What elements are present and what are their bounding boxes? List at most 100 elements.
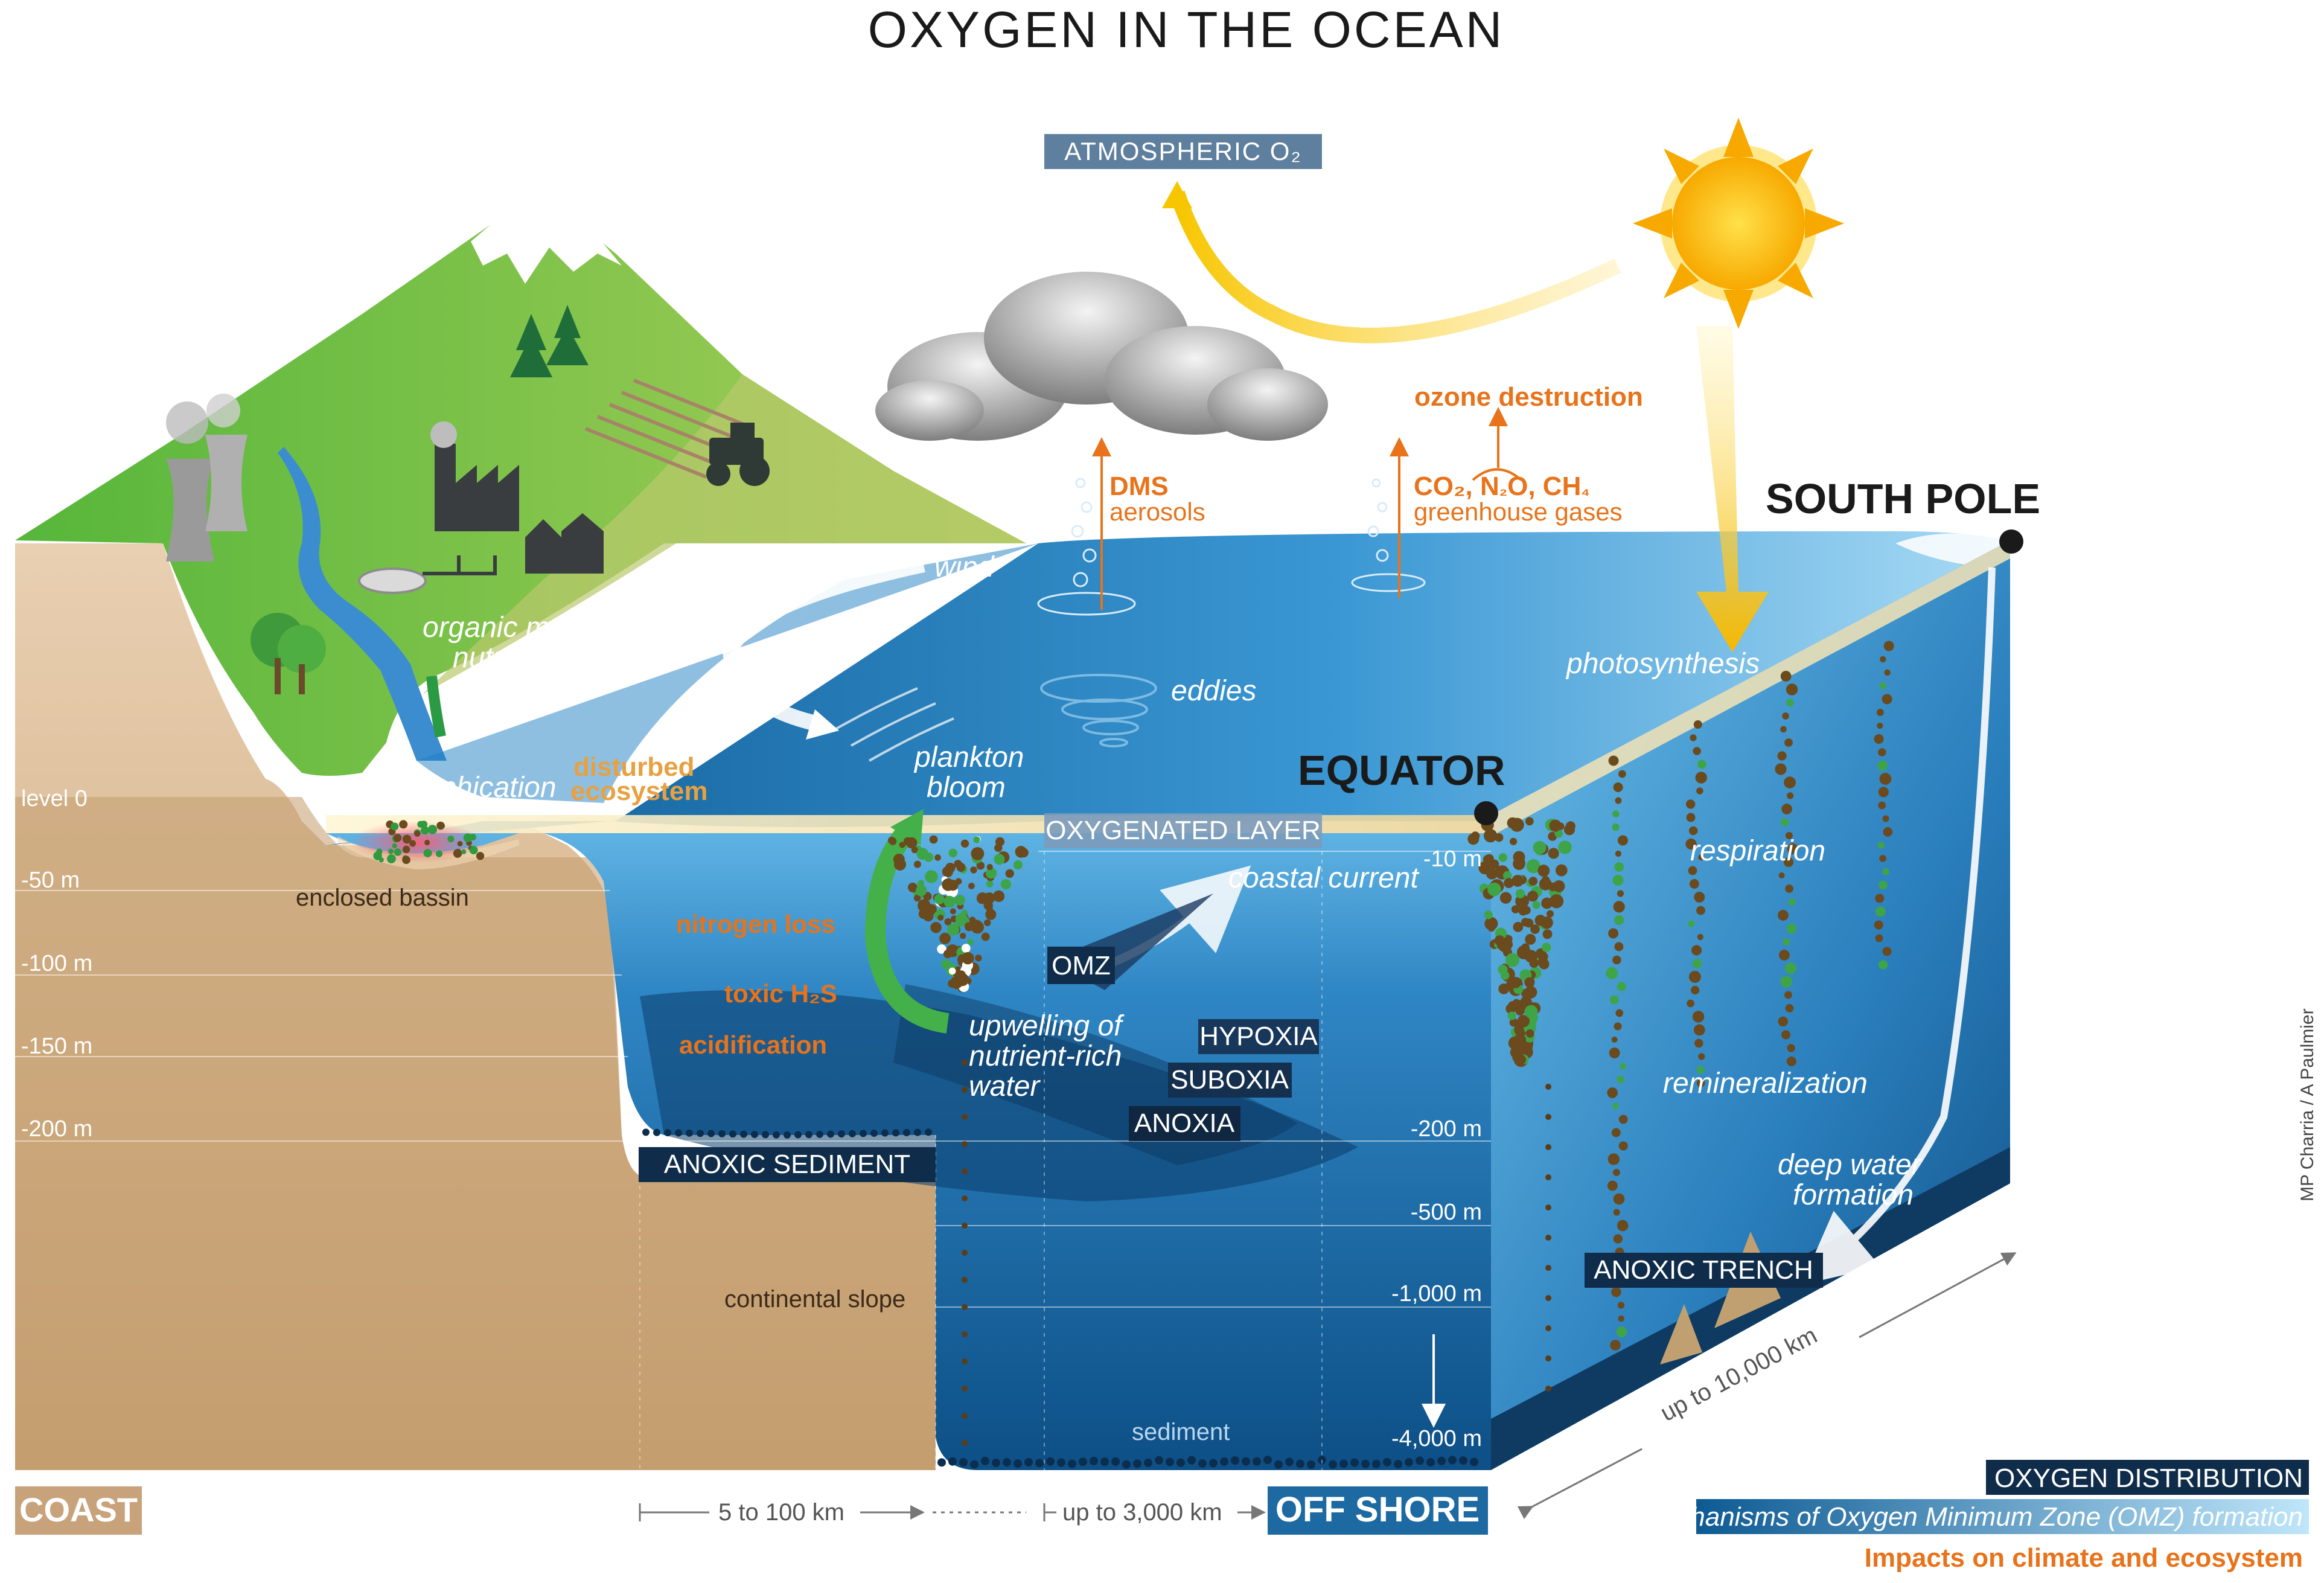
- particle: [1013, 860, 1023, 870]
- particle: [970, 866, 977, 874]
- particle: [1613, 782, 1623, 792]
- particle: [917, 880, 925, 887]
- mountain: [15, 199, 1026, 776]
- particle: [1780, 671, 1792, 682]
- particle: [1518, 906, 1528, 916]
- particle: [1558, 840, 1572, 854]
- particle: [929, 835, 938, 844]
- deep-water-label: deep water: [1778, 1149, 1923, 1181]
- particle: [1542, 929, 1553, 939]
- particle: [707, 1130, 715, 1137]
- particle: [664, 1129, 671, 1137]
- particle: [1545, 1204, 1551, 1210]
- particle: [805, 1131, 812, 1139]
- particle: [1877, 722, 1883, 729]
- particle: [1507, 1011, 1516, 1020]
- particle: [973, 836, 980, 843]
- particle: [944, 918, 952, 926]
- sun-to-atmosphere-arrow: [1169, 190, 1621, 344]
- plankton-particles: [373, 641, 1894, 1469]
- particle: [393, 834, 402, 842]
- particle: [1470, 831, 1480, 840]
- particle: [1618, 1114, 1628, 1124]
- particle: [1686, 813, 1696, 822]
- particle: [1372, 1459, 1381, 1468]
- particle: [1689, 879, 1699, 889]
- factory-icon: [430, 421, 519, 531]
- particle: [937, 944, 947, 954]
- particle: [964, 922, 974, 932]
- gas-flux-arrows: [1092, 407, 1522, 610]
- photosynthesis-label: photosynthesis: [1565, 648, 1760, 680]
- particle: [849, 1130, 856, 1137]
- coastal-current-label: coastal current: [1228, 862, 1419, 894]
- particle: [908, 883, 918, 892]
- runoff-arrow: [426, 676, 446, 738]
- atmospheric-o2-box: ATMOSPHERIC O₂: [1044, 134, 1322, 169]
- particle: [762, 1131, 769, 1139]
- particle: [1785, 832, 1793, 839]
- particle: [993, 890, 1005, 902]
- omz-box: OMZ: [1047, 947, 1115, 984]
- particle: [1695, 772, 1707, 784]
- particle: [1613, 901, 1625, 913]
- particle: [653, 1128, 660, 1136]
- particle: [1785, 1004, 1794, 1012]
- particle: [1688, 866, 1697, 875]
- coast-label: COAST: [19, 1491, 138, 1529]
- distance-label-shelf: 5 to 100 km: [718, 1499, 844, 1526]
- depth-label-right: -10 m: [1423, 846, 1482, 872]
- particle: [827, 1130, 834, 1138]
- particle: [949, 928, 956, 935]
- particle: [968, 883, 975, 889]
- organic-matter-label: organic matter: [423, 612, 609, 644]
- particle: [1057, 1458, 1065, 1467]
- particle: [1784, 738, 1793, 747]
- particle: [1545, 1295, 1551, 1301]
- particle: [963, 956, 971, 963]
- coast-land: [15, 543, 936, 1470]
- particle: [1405, 1458, 1413, 1467]
- particle: [1783, 857, 1794, 868]
- nutrients-label: nutrients: [453, 642, 564, 674]
- particle: [1787, 1044, 1795, 1052]
- arrowhead-icon: [806, 709, 839, 740]
- wind-lines: [832, 687, 954, 762]
- particle: [916, 884, 927, 897]
- particle: [1545, 1265, 1551, 1271]
- particle: [1878, 801, 1886, 810]
- legend-swatch-oxygen: [1986, 1460, 2309, 1495]
- particle: [1606, 967, 1618, 979]
- particle: [1698, 854, 1705, 861]
- particle: [1876, 708, 1884, 717]
- particle: [1100, 1457, 1109, 1466]
- particle: [962, 1087, 968, 1093]
- particle: [1780, 976, 1792, 988]
- anoxic-sediment-label: ANOXIC SEDIMENT: [664, 1150, 910, 1179]
- particle: [1209, 1459, 1218, 1468]
- particle: [1024, 1457, 1033, 1466]
- particle: [1510, 817, 1524, 832]
- particle: [1285, 1457, 1294, 1466]
- particle: [1879, 855, 1886, 862]
- particle: [1503, 939, 1513, 949]
- bloom-label: bloom: [927, 772, 1006, 804]
- particle: [962, 1223, 968, 1229]
- particle: [1878, 748, 1886, 756]
- anoxia-label: ANOXIA: [1134, 1108, 1235, 1138]
- particle: [1607, 1180, 1618, 1191]
- particle: [427, 825, 438, 834]
- particle: [943, 895, 956, 908]
- particle: [1879, 682, 1887, 689]
- credit-label: MP Charria / A Paulmier: [2297, 1008, 2317, 1201]
- particle: [1527, 891, 1539, 902]
- particle: [1607, 1087, 1618, 1098]
- particle: [1781, 804, 1792, 814]
- toxic-h2s-label: toxic H₂S: [724, 979, 837, 1008]
- particle: [992, 1458, 1000, 1467]
- gas-bubbles: [1037, 478, 1426, 616]
- particle: [934, 854, 941, 861]
- oxygenated-layer-box: OXYGENATED LAYER: [1044, 813, 1322, 848]
- particle: [773, 1131, 780, 1139]
